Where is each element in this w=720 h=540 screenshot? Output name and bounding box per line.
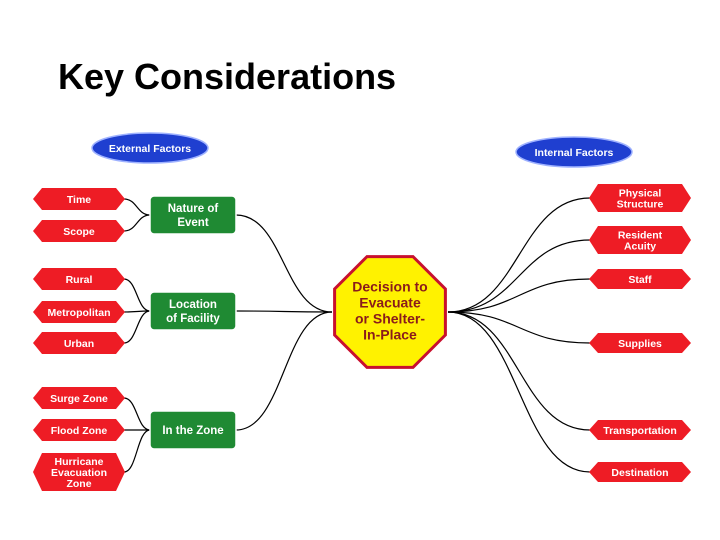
right-item-0-label: Structure bbox=[617, 198, 664, 210]
link-center-left-1 bbox=[235, 310, 333, 313]
right-item-4-shape bbox=[589, 420, 691, 440]
right-item-1-label: Resident bbox=[618, 229, 663, 241]
left-item-1-0-label: Rural bbox=[66, 274, 93, 286]
center-decision-label: In-Place bbox=[363, 327, 417, 343]
right-item-5-label: Destination bbox=[611, 467, 668, 479]
group-node-1-label: Location bbox=[169, 299, 217, 311]
link-center-right-3 bbox=[447, 311, 591, 344]
group-node-2-shape bbox=[149, 410, 237, 450]
link-center-left-2 bbox=[235, 311, 333, 431]
group-node-2-label: In the Zone bbox=[162, 425, 223, 437]
center-decision-label: Decision to bbox=[352, 279, 427, 295]
left-item-1-2-label: Urban bbox=[64, 338, 94, 350]
left-item-2-2-label: Hurricane bbox=[54, 456, 103, 468]
left-item-0-0-shape bbox=[33, 188, 125, 210]
right-item-3-shape bbox=[589, 333, 691, 353]
left-item-2-2-label: Evacuation bbox=[51, 467, 107, 479]
link-center-right-4 bbox=[447, 311, 591, 431]
left-item-0-1-shape bbox=[33, 220, 125, 242]
right-item-0-shape bbox=[589, 184, 691, 212]
link-group-2-item-0 bbox=[123, 397, 151, 431]
left-item-2-2-shape bbox=[33, 453, 125, 491]
external-factors-oval-label: External Factors bbox=[109, 143, 191, 155]
connector-lines bbox=[123, 197, 591, 473]
group-node-0-shape bbox=[149, 195, 237, 235]
center-decision-octagon bbox=[333, 255, 447, 369]
right-item-2-label: Staff bbox=[628, 274, 652, 286]
link-group-1-item-0 bbox=[123, 278, 151, 312]
left-item-1-0-shape bbox=[33, 268, 125, 290]
link-center-left-0 bbox=[235, 214, 333, 313]
center-decision-label: Evacuate bbox=[359, 295, 421, 311]
left-item-0-1-label: Scope bbox=[63, 226, 95, 238]
link-group-2-item-2 bbox=[123, 429, 151, 473]
left-item-2-2-label: Zone bbox=[66, 478, 91, 490]
right-item-1-label: Acuity bbox=[624, 240, 656, 252]
left-item-0-0-label: Time bbox=[67, 194, 91, 206]
right-item-3-label: Supplies bbox=[618, 338, 662, 350]
link-group-0-item-0 bbox=[123, 198, 151, 216]
right-item-2-shape bbox=[589, 269, 691, 289]
internal-factors-oval-label: Internal Factors bbox=[535, 147, 614, 159]
link-center-right-5 bbox=[447, 311, 591, 473]
left-item-2-0-shape bbox=[33, 387, 125, 409]
link-center-right-1 bbox=[447, 239, 591, 313]
left-item-1-1-shape bbox=[33, 301, 125, 323]
page-title: Key Considerations bbox=[58, 56, 397, 97]
link-group-0-item-1 bbox=[123, 214, 151, 232]
right-item-1-shape bbox=[589, 226, 691, 254]
link-center-right-0 bbox=[447, 197, 591, 313]
left-item-1-2-shape bbox=[33, 332, 125, 354]
link-group-1-item-2 bbox=[123, 310, 151, 344]
internal-factors-oval-shape bbox=[515, 136, 633, 168]
left-item-2-0-label: Surge Zone bbox=[50, 393, 108, 405]
external-factors-oval-shape bbox=[91, 132, 209, 164]
center-decision-label: or Shelter- bbox=[355, 311, 425, 327]
left-item-1-1-label: Metropolitan bbox=[48, 307, 111, 319]
group-node-1-shape bbox=[149, 291, 237, 331]
left-item-2-1-shape bbox=[33, 419, 125, 441]
right-item-5-shape bbox=[589, 462, 691, 482]
right-item-4-label: Transportation bbox=[603, 425, 677, 437]
link-center-right-2 bbox=[447, 278, 591, 313]
left-item-2-1-label: Flood Zone bbox=[51, 425, 108, 437]
group-node-1-label: of Facility bbox=[166, 313, 220, 325]
group-node-0-label: Event bbox=[177, 217, 208, 229]
right-item-0-label: Physical bbox=[619, 187, 662, 199]
group-node-0-label: Nature of bbox=[168, 203, 219, 215]
